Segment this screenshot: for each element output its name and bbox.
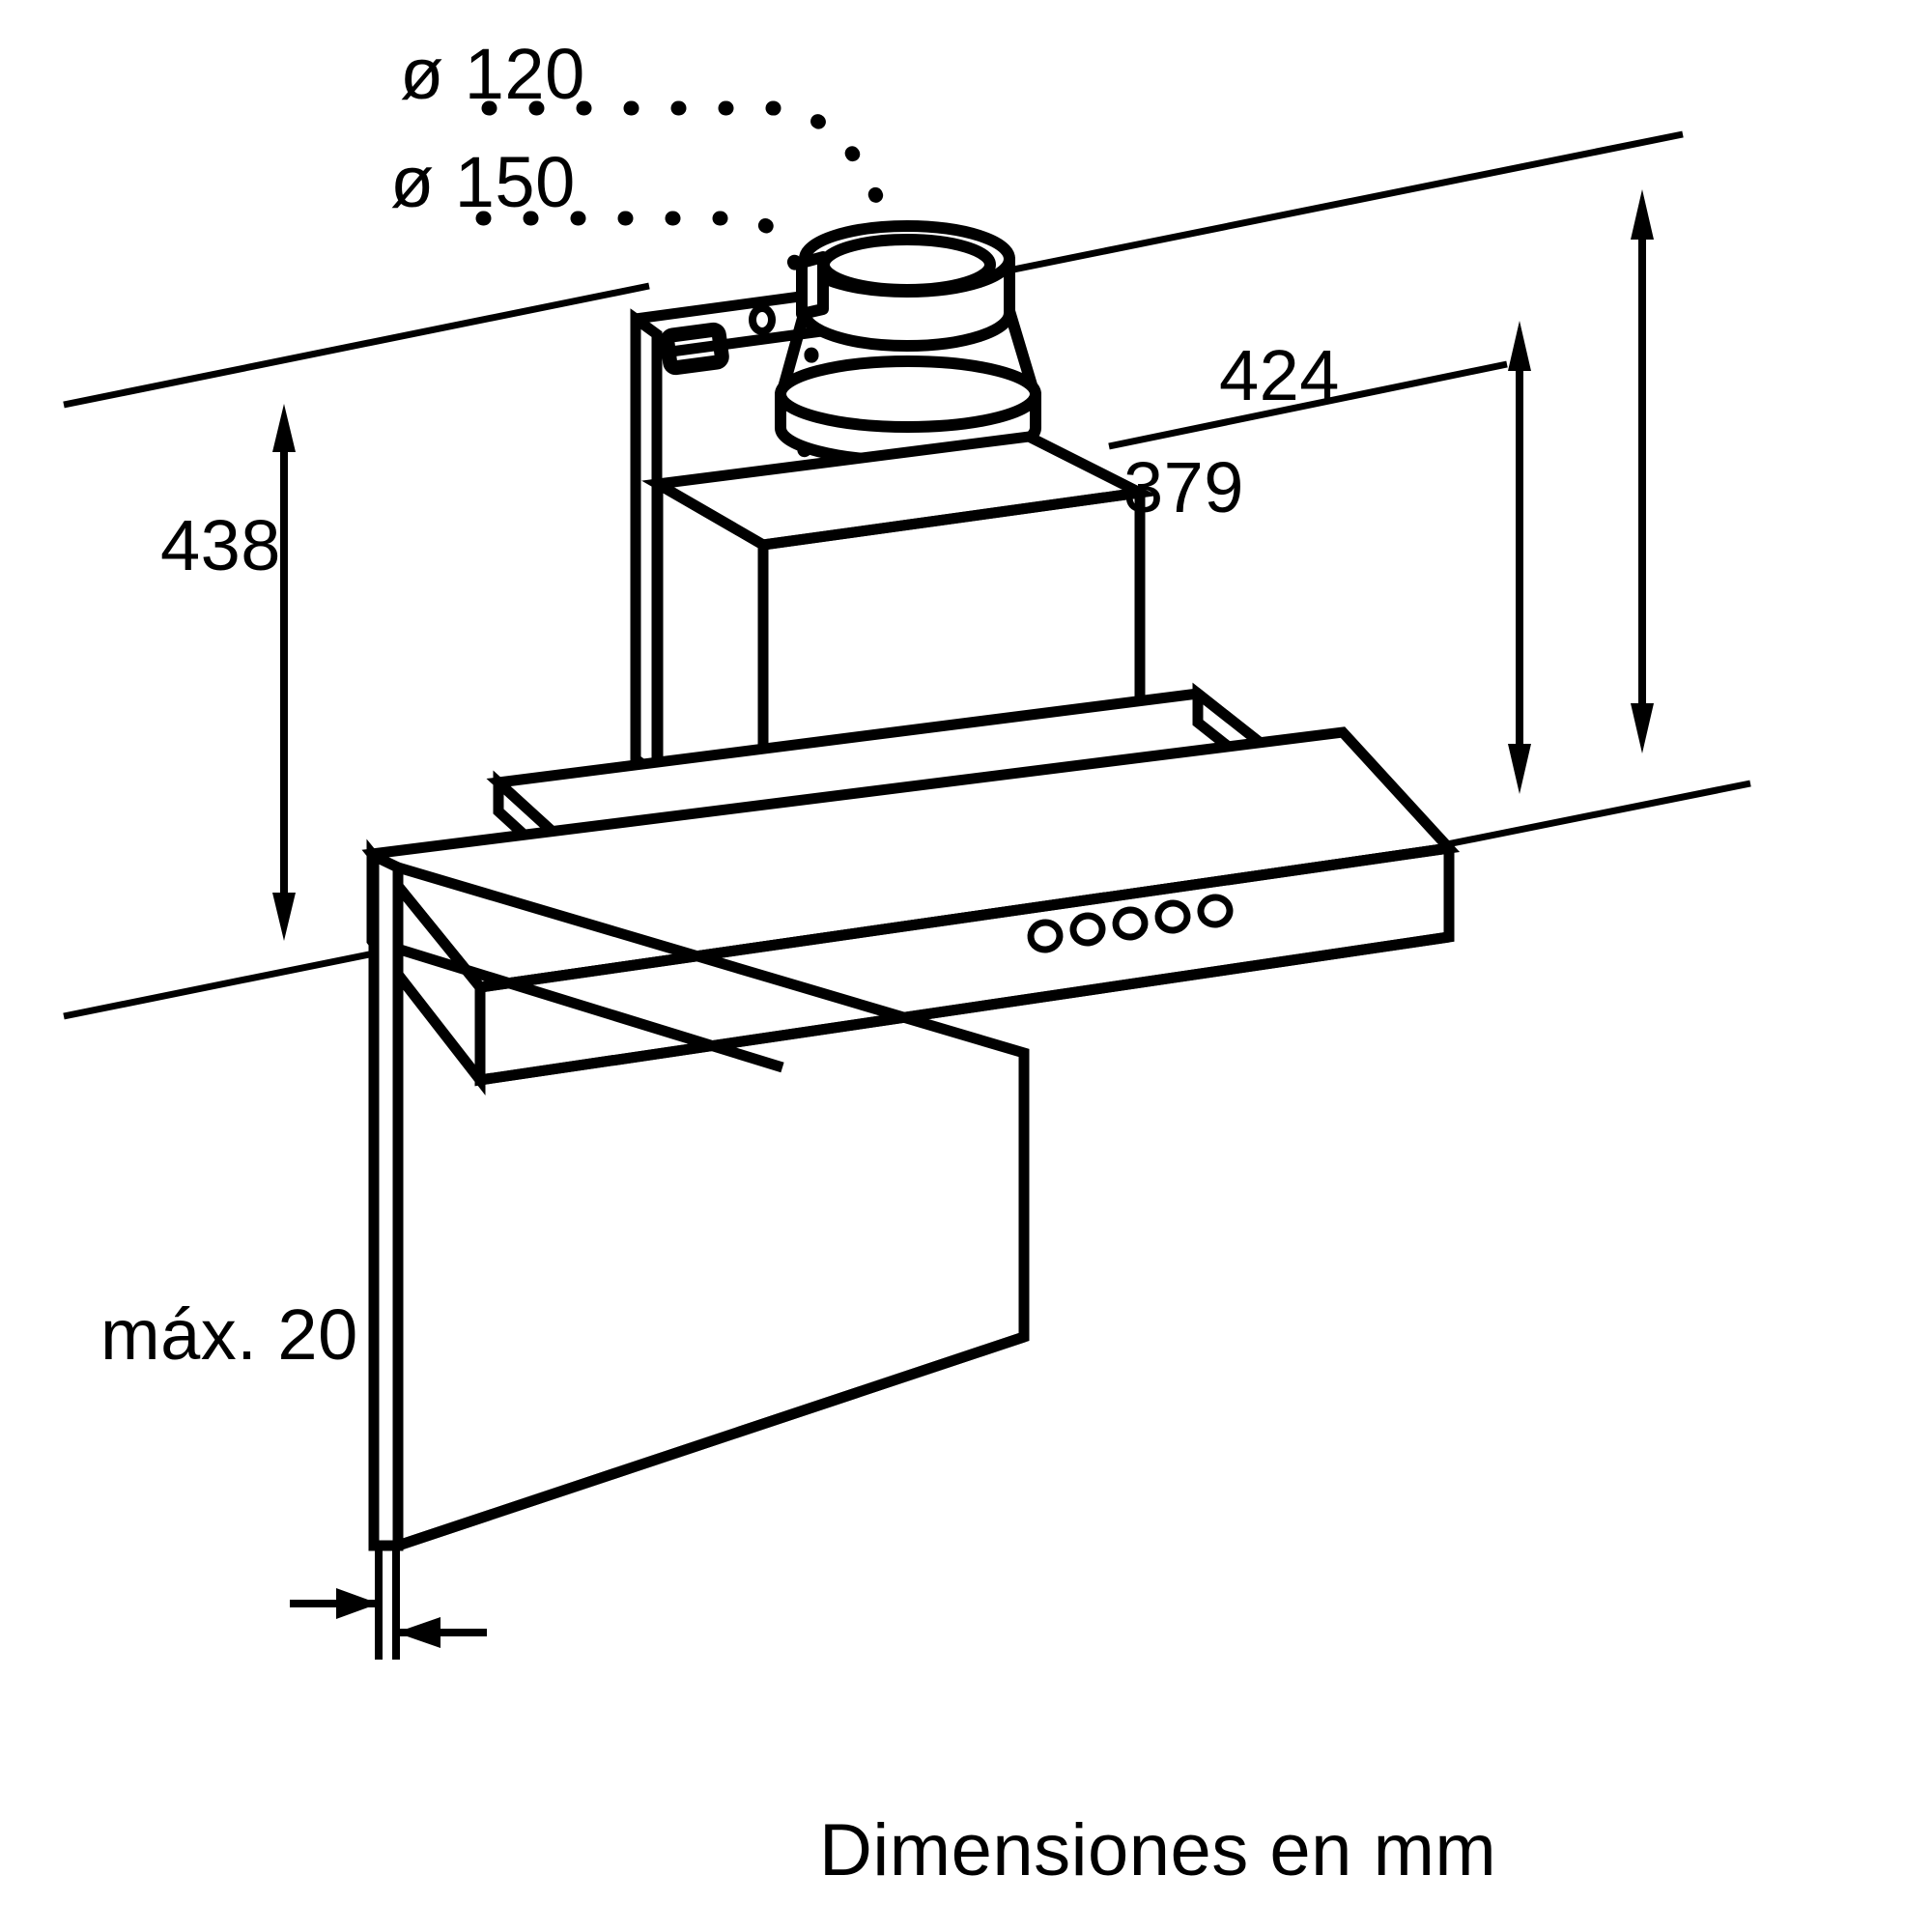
control-button-5 bbox=[1197, 894, 1234, 928]
dim-379-arrow-bottom bbox=[1508, 744, 1531, 794]
canopy-front-bottom bbox=[479, 931, 1450, 1086]
dimension-379 bbox=[1508, 321, 1531, 794]
units-caption: Dimensiones en mm bbox=[819, 1809, 1497, 1891]
dimension-max20 bbox=[290, 1542, 487, 1660]
cutout-rectangle bbox=[660, 322, 729, 376]
dim-max20-arrow-right bbox=[396, 1617, 440, 1648]
dim-424-arrow-bottom bbox=[1631, 703, 1654, 753]
wall-line-upper-left bbox=[63, 282, 650, 409]
wall-panel-bottom bbox=[396, 1331, 1026, 1551]
wall-line-mid-right bbox=[1427, 780, 1751, 852]
canopy-glass-panel bbox=[370, 935, 784, 1073]
wall-panel bbox=[368, 847, 1030, 1553]
control-button-4 bbox=[1154, 899, 1191, 934]
dimension-label-379: 379 bbox=[1123, 447, 1244, 527]
back-panel-cutout bbox=[660, 322, 729, 376]
dimension-424 bbox=[1631, 189, 1654, 753]
glass-panel-diagonal bbox=[370, 935, 784, 1073]
control-button-2 bbox=[1069, 912, 1106, 947]
duct-top-rim-inner bbox=[818, 234, 996, 296]
dimension-438 bbox=[272, 404, 296, 941]
dim-424-arrow-top bbox=[1631, 189, 1654, 240]
wall-line-upper-right bbox=[912, 130, 1684, 294]
bracket-tab-shape bbox=[796, 251, 829, 320]
dim-438-arrow-bottom bbox=[272, 893, 296, 941]
leader-line-150 bbox=[475, 211, 819, 489]
dimension-label-424: 424 bbox=[1219, 335, 1340, 415]
wall-guide-lines bbox=[63, 130, 1751, 1020]
wall-line-mid-left bbox=[63, 949, 380, 1020]
dim-379-arrow-top bbox=[1508, 321, 1531, 371]
duct-label-150: ø 150 bbox=[390, 142, 576, 222]
duct-label-120: ø 120 bbox=[400, 34, 585, 114]
control-button-3 bbox=[1112, 906, 1149, 941]
control-button-1 bbox=[1027, 919, 1064, 953]
dimension-label-438: 438 bbox=[160, 505, 281, 585]
dimension-label-max-20: máx. 20 bbox=[100, 1294, 358, 1375]
control-button-row[interactable] bbox=[1027, 894, 1234, 953]
dim-438-arrow-top bbox=[272, 404, 296, 452]
wall-line-chimney-right bbox=[1108, 360, 1508, 450]
dim-max20-arrow-left bbox=[336, 1588, 379, 1619]
canopy-front-top bbox=[479, 842, 1450, 993]
duct-bracket-tab bbox=[796, 251, 829, 320]
duct-lower-rim bbox=[775, 355, 1041, 433]
panel-hole-circle bbox=[749, 304, 776, 335]
back-panel-small-hole bbox=[749, 304, 776, 335]
